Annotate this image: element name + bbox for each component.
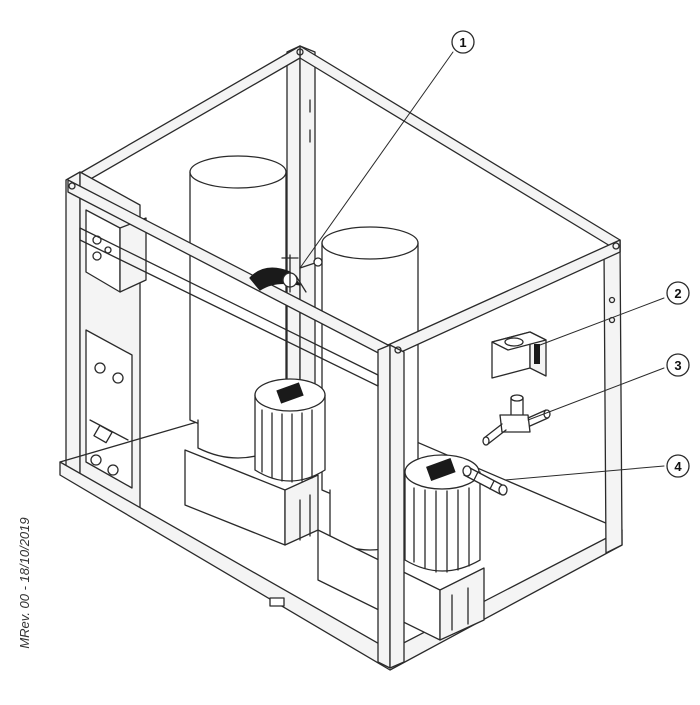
callout-4-number: 4: [674, 459, 682, 474]
part-3-valve-body: [482, 394, 551, 446]
callout-2-number: 2: [674, 286, 681, 301]
callout-3-circle: [666, 353, 690, 377]
frame-right: [603, 239, 623, 554]
callout-circles: [451, 30, 690, 478]
callout-1-circle: [451, 30, 475, 54]
callout-2-circle: [666, 281, 690, 305]
part-2-coil: [491, 331, 547, 379]
motor-left: [254, 378, 326, 483]
leader-lines: [299, 51, 665, 481]
motor-right: [404, 454, 481, 573]
callout-4-circle: [666, 454, 690, 478]
part-1-valve: [249, 254, 323, 293]
revision-note: MRev. 00 - 18/10/2019: [17, 517, 32, 649]
callout-3-number: 3: [674, 358, 681, 373]
part-4-filter: [462, 465, 508, 496]
frame-left-panel: [65, 171, 147, 516]
frame-front: [67, 48, 621, 669]
callout-1-number: 1: [459, 35, 466, 50]
